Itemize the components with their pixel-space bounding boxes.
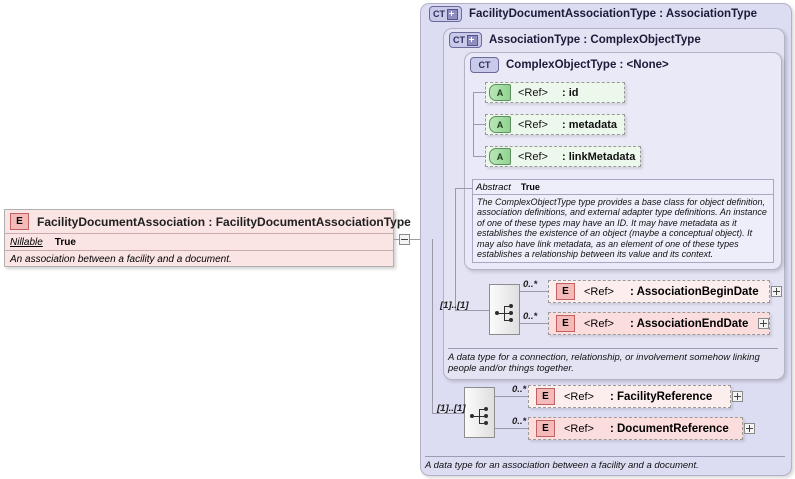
abstract-label: Abstract [476, 181, 511, 193]
expand-plus-icon [447, 8, 458, 20]
occurrence-label: 0..* [512, 416, 527, 427]
sequence-node-icon[interactable] [489, 284, 520, 335]
connector-seq1-child2 [520, 323, 548, 324]
abstract-value: True [520, 182, 540, 192]
element-badge-icon: E [556, 315, 575, 332]
plus-icon [763, 320, 764, 327]
connector-attr-3 [473, 156, 485, 157]
element-row[interactable]: E <Ref> : DocumentReference [528, 417, 743, 440]
root-element-nillable-row: Nillable True [5, 233, 393, 250]
occurrence-label: 0..* [523, 279, 538, 290]
element-row[interactable]: E <Ref> : FacilityReference [528, 385, 731, 408]
root-collapse-toggle[interactable] [399, 234, 410, 245]
connector-seq1-child1 [520, 291, 548, 292]
root-element-header: E FacilityDocumentAssociation : Facility… [5, 210, 411, 233]
root-element-title: FacilityDocumentAssociation : FacilityDo… [37, 214, 411, 229]
panel-inner-title: ComplexObjectType : <None> [506, 59, 669, 71]
attribute-badge-icon: A [489, 84, 511, 101]
connector-seq1-to-node [455, 310, 489, 311]
element-ref: <Ref> [564, 390, 594, 403]
element-row[interactable]: E <Ref> : AssociationBeginDate [548, 280, 770, 303]
element-name: : DocumentReference [609, 422, 729, 435]
occurrence-label: 0..* [512, 384, 527, 395]
root-element-documentation: An association between a facility and a … [5, 250, 393, 268]
plus-icon [737, 393, 738, 400]
connector-seq2-trunk [432, 239, 433, 413]
connector-attr-1 [473, 92, 485, 93]
sequence-node-icon[interactable] [464, 387, 495, 438]
element-ref: <Ref> [564, 422, 594, 435]
element-row[interactable]: E <Ref> : AssociationEndDate [548, 312, 770, 335]
attribute-name: : linkMetadata [561, 150, 636, 163]
panel-outer-title: FacilityDocumentAssociationType : Associ… [469, 8, 757, 20]
element-badge-icon: E [10, 213, 29, 230]
abstract-row: Abstract True [473, 180, 773, 195]
root-element-box[interactable]: E FacilityDocumentAssociation : Facility… [4, 209, 411, 268]
panel-inner-title-row: CT ComplexObjectType : <None> [470, 57, 669, 73]
minus-icon [401, 239, 408, 240]
complex-object-type-documentation: The ComplexObjectType type provides a ba… [477, 197, 767, 260]
occurrence-label: 0..* [523, 311, 538, 322]
element-name: : AssociationBeginDate [629, 285, 759, 298]
connector-seq1-trunk [455, 188, 456, 310]
attribute-row[interactable]: A <Ref> : metadata [485, 114, 625, 135]
element-expand-toggle[interactable] [771, 286, 782, 297]
attribute-row[interactable]: A <Ref> : linkMetadata [485, 146, 641, 167]
expand-plus-icon [467, 34, 478, 46]
facility-document-association-type-documentation: A data type for an association between a… [425, 456, 785, 471]
element-name: : AssociationEndDate [629, 317, 749, 330]
complex-type-badge-icon: CT [449, 32, 482, 48]
element-badge-icon: E [556, 283, 575, 300]
nillable-label: Nillable [10, 236, 43, 248]
connector-seq2-to-node [432, 413, 464, 414]
association-type-documentation: A data type for a connection, relationsh… [448, 348, 778, 374]
element-ref: <Ref> [584, 285, 614, 298]
complex-type-badge-icon: CT [470, 57, 499, 73]
element-ref: <Ref> [584, 317, 614, 330]
element-name: : FacilityReference [609, 390, 713, 403]
abstract-documentation-block: Abstract True The ComplexObjectType type… [472, 179, 774, 263]
attribute-name: : id [561, 86, 579, 99]
nillable-value: True [54, 236, 76, 248]
element-expand-toggle[interactable] [744, 423, 755, 434]
element-badge-icon: E [536, 420, 555, 437]
attribute-badge-icon: A [489, 116, 511, 133]
plus-icon [776, 288, 777, 295]
connector-seq2-child2 [495, 428, 528, 429]
connector-seq2-child1 [495, 396, 528, 397]
element-expand-toggle[interactable] [758, 318, 769, 329]
complex-type-badge-icon: CT [429, 6, 462, 22]
attribute-ref: <Ref> [518, 150, 548, 163]
attribute-name: : metadata [561, 118, 617, 131]
sequence-cardinality: [1]..[1] [440, 300, 469, 311]
plus-icon [749, 425, 750, 432]
panel-mid-title-row: CT AssociationType : ComplexObjectType [449, 32, 701, 48]
connector-attr-2 [473, 124, 485, 125]
element-expand-toggle[interactable] [732, 391, 743, 402]
attribute-badge-icon: A [489, 148, 511, 165]
sequence-cardinality: [1]..[1] [437, 403, 466, 414]
attribute-ref: <Ref> [518, 86, 548, 99]
connector-seq1-top [455, 188, 473, 189]
element-badge-icon: E [536, 388, 555, 405]
panel-outer-title-row: CT FacilityDocumentAssociationType : Ass… [429, 6, 757, 22]
attribute-row[interactable]: A <Ref> : id [485, 82, 625, 103]
connector-root-left [394, 239, 399, 240]
attribute-ref: <Ref> [518, 118, 548, 131]
panel-mid-title: AssociationType : ComplexObjectType [489, 34, 701, 46]
